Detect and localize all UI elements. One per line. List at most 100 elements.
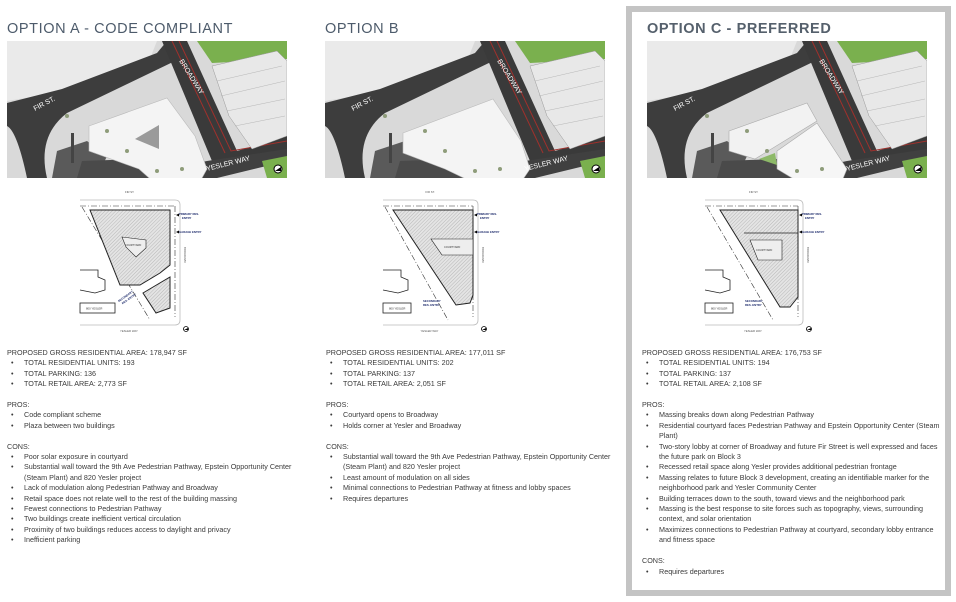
north-arrow-icon <box>481 326 487 332</box>
pro-item: Massing relates to future Block 3 develo… <box>642 473 947 494</box>
option-details: PROPOSED GROSS RESIDENTIAL AREA: 177,011… <box>326 348 631 504</box>
building-footprint-retail <box>142 276 171 314</box>
yesler-800-label: 800 YESLER <box>86 307 102 311</box>
pro-item: Courtyard opens to Broadway <box>326 410 631 421</box>
yesler-800-label: 800 YESLER <box>389 307 405 311</box>
con-item: Poor solar exposure in courtyard <box>7 452 312 463</box>
yesler-way-label: YESLER WAY <box>120 329 138 333</box>
svg-text:ENTRY: ENTRY <box>805 216 815 220</box>
fir-st-label: FIR ST. <box>125 190 135 194</box>
site-plan: COURTYARD 800 YESLER FIR ST. YESLER WAY … <box>79 190 202 333</box>
option-title: OPTION B <box>325 21 400 37</box>
secondary-entry-label: SECONDARY RES. ENTRY <box>745 299 763 307</box>
broadway-label: BROADWAY <box>183 247 187 263</box>
stats-list: TOTAL RESIDENTIAL UNITS: 193TOTAL PARKIN… <box>7 358 312 390</box>
courtyard-massing <box>135 125 159 149</box>
courtyard-green <box>759 153 777 165</box>
pros-heading: PROS: <box>7 400 30 410</box>
primary-entry-label: PRIMARY RES. ENTRY <box>474 212 497 220</box>
north-arrow-icon <box>591 164 601 174</box>
con-item: Least amount of modulation on all sides <box>326 473 631 484</box>
site-plan: COURTYARD 800 YESLER FIR ST. YESLER WAY … <box>704 190 825 333</box>
broadway-label: BROADWAY <box>481 247 485 263</box>
con-item: Requires departures <box>642 567 947 578</box>
con-item: Minimal connections to Pedestrian Pathwa… <box>326 483 631 494</box>
stats-list: TOTAL RESIDENTIAL UNITS: 202TOTAL PARKIN… <box>326 358 631 390</box>
cons-list: Requires departures <box>642 567 947 578</box>
option-title: OPTION A - CODE COMPLIANT <box>7 21 234 37</box>
svg-text:PRIMARY RES.: PRIMARY RES. <box>179 212 199 216</box>
pro-item: Massing breaks down along Pedestrian Pat… <box>642 410 947 421</box>
gross-area: PROPOSED GROSS RESIDENTIAL AREA: 177,011… <box>326 348 506 357</box>
stat-item: TOTAL RESIDENTIAL UNITS: 194 <box>642 358 947 369</box>
pros-list: Code compliant schemePlaza between two b… <box>7 410 312 431</box>
con-item: Retail space does not relate well to the… <box>7 494 312 505</box>
pro-item: Recessed retail space along Yesler provi… <box>642 462 947 473</box>
svg-text:ENTRY: ENTRY <box>182 216 192 220</box>
svg-text:RES. ENTRY: RES. ENTRY <box>423 303 440 307</box>
pro-item: Building terraces down to the south, tow… <box>642 494 947 505</box>
aerial-image: FIR ST. BROADWAY YESLER WAY <box>647 41 927 178</box>
stats-list: TOTAL RESIDENTIAL UNITS: 194TOTAL PARKIN… <box>642 358 947 390</box>
pro-item: Residential courtyard faces Pedestrian P… <box>642 421 947 442</box>
yesler-way-label: YESLER WAY <box>744 329 762 333</box>
svg-text:RES. ENTRY: RES. ENTRY <box>745 303 762 307</box>
svg-text:GARAGE ENTRY: GARAGE ENTRY <box>802 230 825 234</box>
con-item: Inefficient parking <box>7 535 312 546</box>
pros-heading: PROS: <box>326 400 349 410</box>
pro-item: Holds corner at Yesler and Broadway <box>326 421 631 432</box>
stat-item: TOTAL RESIDENTIAL UNITS: 202 <box>326 358 631 369</box>
pro-item: Two-story lobby at corner of Broadway an… <box>642 442 947 463</box>
garage-entry-label: GARAGE ENTRY <box>474 230 500 234</box>
option-details: PROPOSED GROSS RESIDENTIAL AREA: 176,753… <box>642 348 947 577</box>
svg-text:SECONDARY: SECONDARY <box>745 299 763 303</box>
svg-text:GARAGE ENTRY: GARAGE ENTRY <box>179 230 202 234</box>
fir-st-label: FIR ST. <box>426 190 436 194</box>
pros-list: Courtyard opens to BroadwayHolds corner … <box>326 410 631 431</box>
con-item: Requires departures <box>326 494 631 505</box>
stat-item: TOTAL RETAIL AREA: 2,773 SF <box>7 379 312 390</box>
north-arrow-icon <box>806 326 812 332</box>
pro-item: Maximizes connections to Pedestrian Path… <box>642 525 947 546</box>
courtyard <box>749 239 783 261</box>
con-item: Two buildings create inefficient vertica… <box>7 514 312 525</box>
svg-text:PRIMARY RES.: PRIMARY RES. <box>802 212 822 216</box>
secondary-entry-label: SECONDARY RES. ENTRY <box>117 290 137 306</box>
secondary-entry-label: SECONDARY RES. ENTRY <box>423 299 441 307</box>
yesler-800-label: 800 YESLER <box>711 307 727 311</box>
courtyard <box>430 238 474 256</box>
broadway-label: BROADWAY <box>806 247 810 263</box>
stat-item: TOTAL RESIDENTIAL UNITS: 193 <box>7 358 312 369</box>
stat-item: TOTAL PARKING: 136 <box>7 369 312 380</box>
svg-text:COURTYARD: COURTYARD <box>756 248 772 252</box>
aerial-massing-view: FIR ST. BROADWAY YESLER WAY <box>7 41 287 178</box>
stat-item: TOTAL PARKING: 137 <box>642 369 947 380</box>
site-plan-diagram: COURTYARD 800 YESLER FIR ST. YESLER WAY … <box>700 185 860 335</box>
north-arrow-icon <box>913 164 923 174</box>
cons-list: Substantial wall toward the 9th Ave Pede… <box>326 452 631 504</box>
option-details: PROPOSED GROSS RESIDENTIAL AREA: 178,947… <box>7 348 312 546</box>
con-item: Substantial wall toward the 9th Ave Pede… <box>7 462 312 483</box>
north-arrow-icon <box>273 164 283 174</box>
svg-text:GARAGE ENTRY: GARAGE ENTRY <box>477 230 500 234</box>
con-item: Lack of modulation along Pedestrian Path… <box>7 483 312 494</box>
pro-item: Plaza between two buildings <box>7 421 312 432</box>
cons-heading: CONS: <box>326 441 349 451</box>
yesler-way-label: YESLER WAY <box>421 329 439 333</box>
building-massing <box>402 98 531 178</box>
garage-entry-label: GARAGE ENTRY <box>799 230 825 234</box>
svg-text:COURTYARD: COURTYARD <box>125 243 141 247</box>
courtyard <box>121 236 147 258</box>
gross-area: PROPOSED GROSS RESIDENTIAL AREA: 178,947… <box>7 348 187 357</box>
cons-list: Poor solar exposure in courtyardSubstant… <box>7 452 312 546</box>
building-footprint <box>392 209 474 306</box>
pros-heading: PROS: <box>642 400 665 410</box>
site-plan-diagram: COURTYARD 800 YESLER FIR ST. YESLER WAY … <box>378 185 538 335</box>
site-plan-diagram: COURTYARD 800 YESLER FIR ST. YESLER WAY … <box>60 185 220 335</box>
con-item: Fewest connections to Pedestrian Pathway <box>7 504 312 515</box>
aerial-massing-view: FIR ST. BROADWAY YESLER WAY <box>647 41 927 178</box>
aerial-image: FIR ST. BROADWAY YESLER WAY <box>7 41 287 178</box>
building-massing-south <box>776 122 848 178</box>
aerial-massing-view: FIR ST. BROADWAY YESLER WAY <box>325 41 605 178</box>
primary-entry-label: PRIMARY RES. ENTRY <box>799 212 822 220</box>
